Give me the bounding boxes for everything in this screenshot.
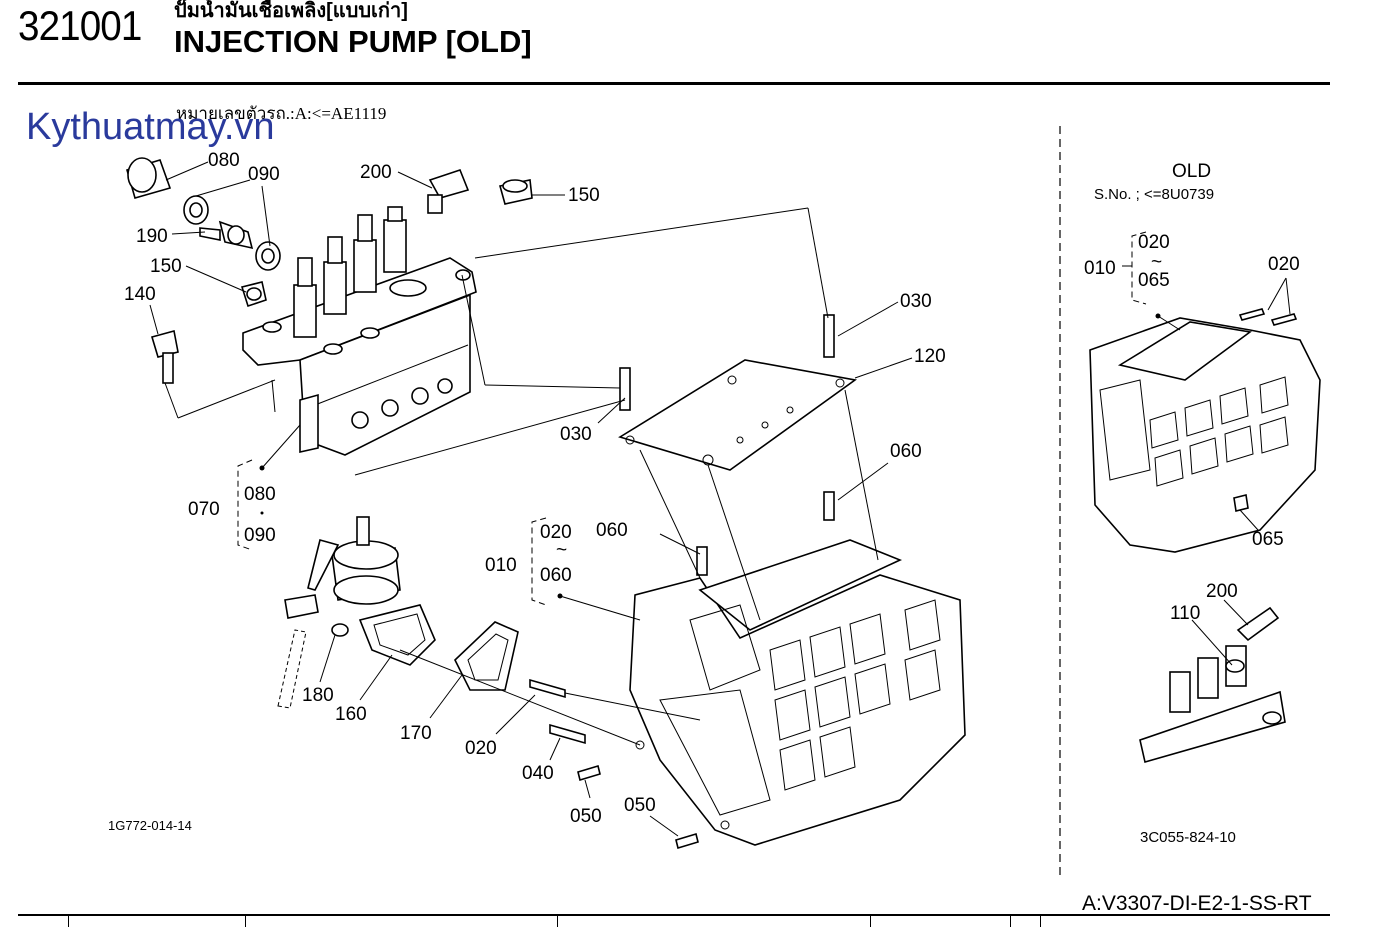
table-column-tick (68, 916, 69, 927)
main-callouts: 080 090 200 150 190 150 140 030 120 030 … (108, 150, 946, 833)
callout: 050 (624, 795, 656, 816)
old-view-serial: S.No. ; <=8U0739 (1094, 186, 1214, 203)
callout: 010 (1084, 258, 1116, 279)
old-view: OLD S.No. ; <=8U0739 (1084, 161, 1321, 846)
tilde-mark: ~ (556, 540, 567, 561)
callout: 190 (136, 226, 168, 247)
table-column-tick (1040, 916, 1041, 927)
callout: 040 (522, 763, 554, 784)
callout: 080 (208, 150, 240, 171)
watermark-logo: Kythuatmay.vn (26, 106, 275, 148)
callout: 150 (150, 256, 182, 277)
callout: 065 (1252, 529, 1284, 550)
callout: 060 (596, 520, 628, 541)
page-number: 321001 (18, 2, 142, 49)
callout: 060 (540, 565, 572, 586)
callout: 200 (360, 162, 392, 183)
figure-code: 1G772-014-14 (108, 818, 192, 833)
gasket-drawing (618, 359, 857, 471)
page-title: INJECTION PUMP [OLD] (174, 24, 532, 59)
group-brackets (237, 231, 1161, 606)
callout: 080 (244, 484, 276, 505)
studs-drawing (529, 314, 835, 850)
page-title-thai: ปั๊มน้ำมันเชื้อเพลิง[แบบเก่า] (174, 0, 408, 22)
title-divider (18, 82, 1330, 85)
gear-case-drawing (629, 539, 966, 846)
callout: 030 (560, 424, 592, 445)
table-column-tick (1010, 916, 1011, 927)
callout: 090 (248, 164, 280, 185)
callout: 140 (124, 284, 156, 305)
callout: 010 (485, 555, 517, 576)
callout: 150 (568, 185, 600, 206)
callout: 090 (244, 525, 276, 546)
table-column-tick (870, 916, 871, 927)
callout: 065 (1138, 270, 1170, 291)
callout: 110 (1170, 603, 1200, 624)
small-parts-drawing (126, 157, 533, 384)
table-column-tick (557, 916, 558, 927)
callout: 020 (1268, 254, 1300, 275)
callout: 060 (890, 441, 922, 462)
callout: 020 (1138, 232, 1170, 253)
callout: 160 (335, 704, 367, 725)
callout: 070 (188, 499, 220, 520)
callout: 120 (914, 346, 946, 367)
tilde-mark: ~ (1151, 252, 1162, 273)
old-figure-code: 3C055-824-10 (1140, 829, 1236, 846)
callout: 180 (302, 685, 334, 706)
old-view-title: OLD (1172, 161, 1211, 182)
callout: 020 (465, 738, 497, 759)
bottom-divider (18, 914, 1330, 916)
model-code: A:V3307-DI-E2-1-SS-RT (1082, 892, 1312, 915)
feed-pump-drawing (277, 516, 519, 709)
serial-range-note: หมายเลขตัวรถ.:A:<=AE1119 (176, 104, 387, 123)
leader-lines (149, 161, 913, 837)
callout: 200 (1206, 581, 1238, 602)
table-column-tick (245, 916, 246, 927)
callout: 030 (900, 291, 932, 312)
callout: 020 (540, 522, 572, 543)
callout: 050 (570, 806, 602, 827)
injection-pump-drawing (242, 206, 477, 456)
callout: 170 (400, 723, 432, 744)
